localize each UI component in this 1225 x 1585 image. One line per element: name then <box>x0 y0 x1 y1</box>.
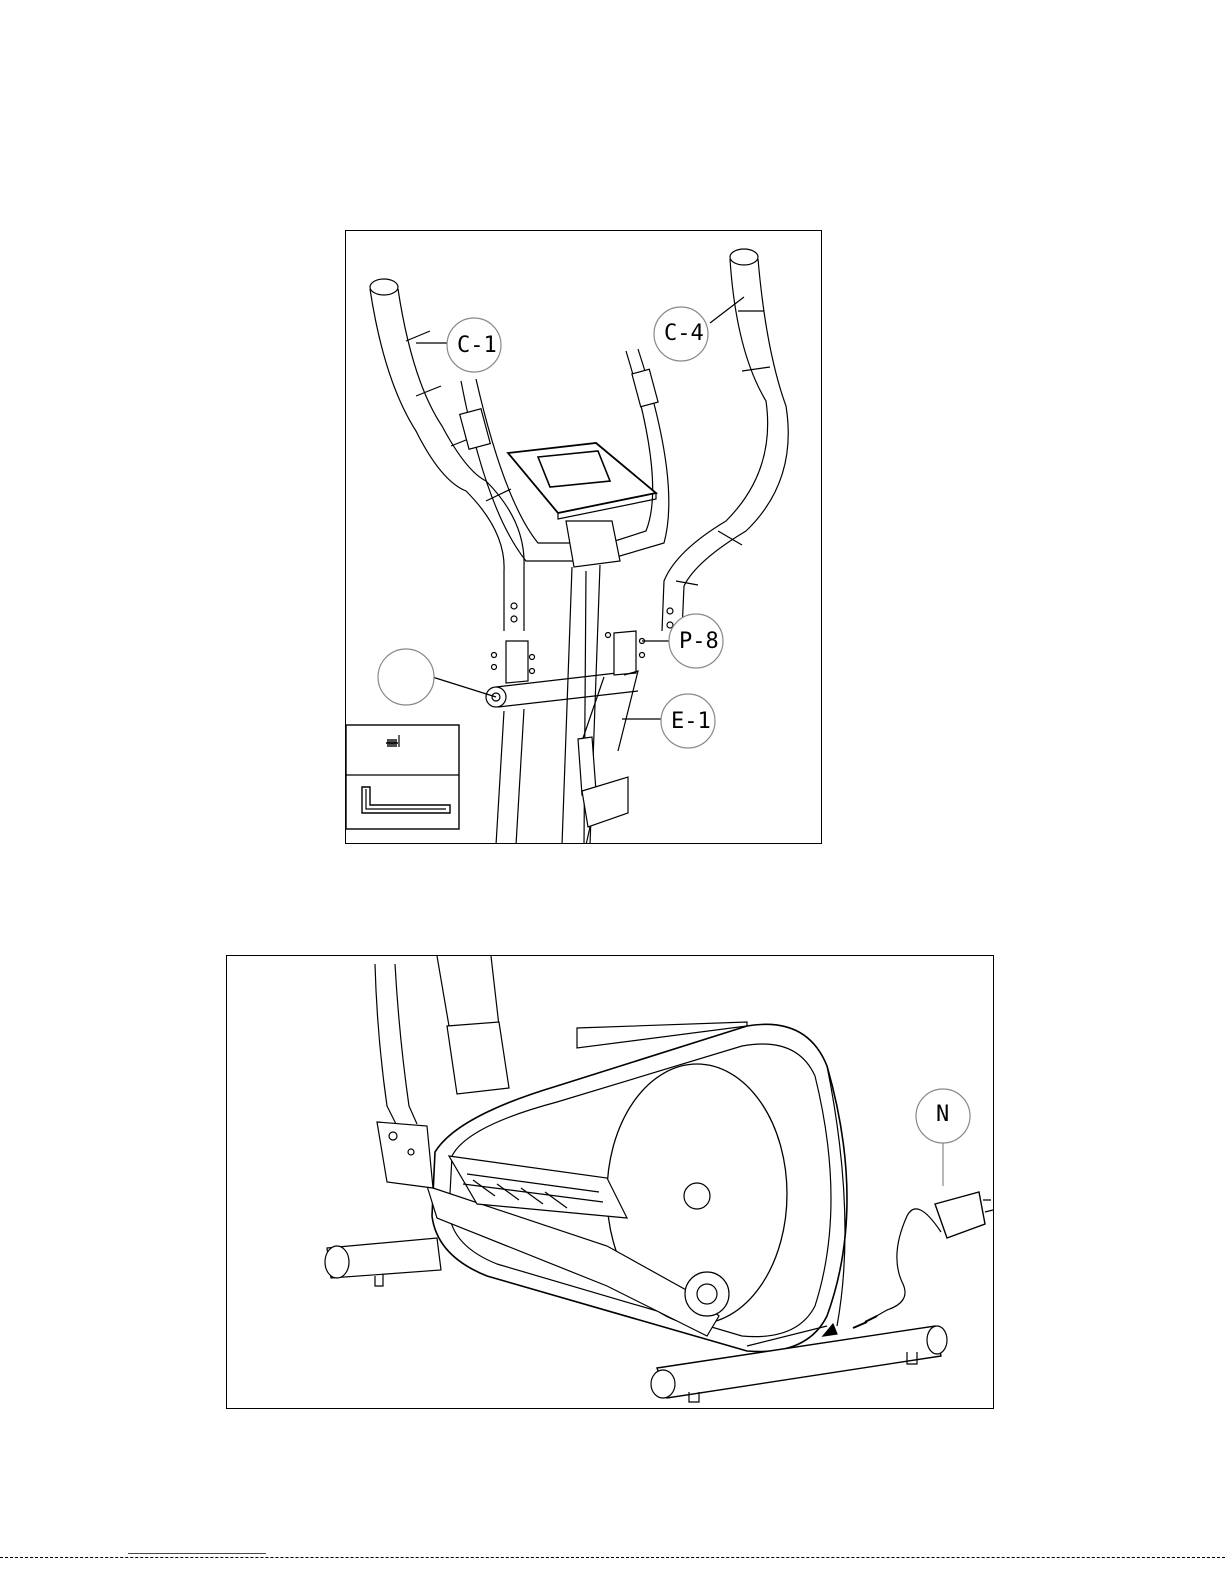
figure-handlebar-assembly: C-1 C-4 P-8 E-1 <box>345 230 822 844</box>
hardware-inset <box>346 725 459 829</box>
handlebar-tube <box>375 956 509 1126</box>
callout-label-e1: E-1 <box>671 709 711 734</box>
figure-power-adapter: N <box>226 955 994 1409</box>
callout-label-p8: P-8 <box>679 629 719 654</box>
callout-label-n: N <box>936 1102 949 1127</box>
callout-blank <box>378 649 496 705</box>
console-monitor <box>508 443 656 519</box>
footer-link-underline[interactable] <box>128 1553 266 1554</box>
rear-stabilizer <box>325 1238 441 1286</box>
handlebar-assembly-drawing <box>346 231 822 844</box>
callout-label-c4: C-4 <box>664 321 704 346</box>
callout-label-c1: C-1 <box>457 333 497 358</box>
power-adapter <box>823 1192 993 1336</box>
left-handlebar-c1 <box>370 279 524 631</box>
pivot-bracket <box>377 1122 433 1188</box>
pedal-bracket <box>578 737 628 844</box>
right-handlebar-c4 <box>662 249 788 631</box>
power-adapter-drawing <box>227 956 994 1409</box>
footer-dashed-rule <box>0 1557 1225 1558</box>
